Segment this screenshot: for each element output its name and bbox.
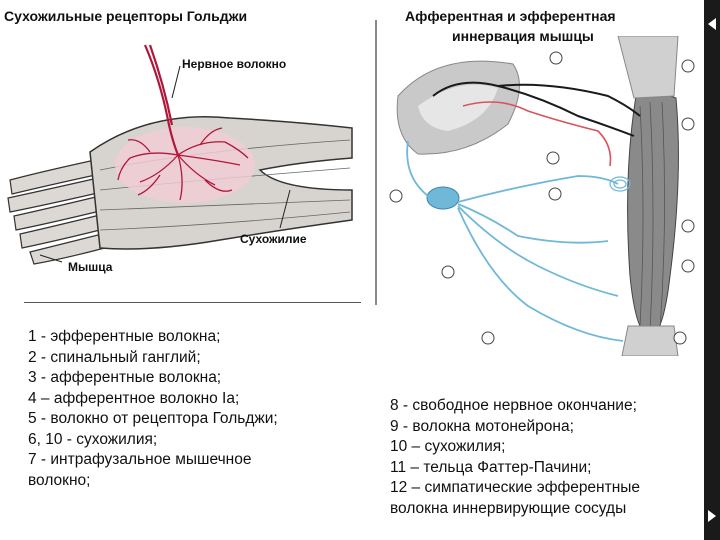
tendon-bottom bbox=[622, 326, 678, 356]
left-panel-title: Сухожильные рецепторы Гольджи bbox=[4, 8, 247, 24]
legend-item: 1 - эфферентные волокна; bbox=[28, 327, 278, 348]
side-navigation-strip[interactable] bbox=[704, 0, 720, 540]
legend-item: 7 - интрафузальное мышечное bbox=[28, 450, 278, 471]
receptor-zone bbox=[115, 127, 255, 203]
spinal-ganglion bbox=[427, 187, 459, 209]
innervation-illustration bbox=[378, 36, 703, 356]
pacinian-corpuscle bbox=[610, 177, 630, 191]
label-muscle: Мышца bbox=[68, 260, 112, 274]
tendon-top bbox=[618, 36, 678, 98]
legend-item: 5 - волокно от рецептора Гольджи; bbox=[28, 409, 278, 430]
legend-right: 8 - свободное нервное окончание; 9 - вол… bbox=[390, 396, 640, 519]
legend-item: волокно; bbox=[28, 471, 278, 492]
legend-item: 3 - афферентные волокна; bbox=[28, 368, 278, 389]
legend-item: 6, 10 - сухожилия; bbox=[28, 430, 278, 451]
panel-divider-horizontal bbox=[24, 302, 361, 303]
panel-divider-vertical bbox=[375, 20, 377, 305]
right-panel-title-line1: Афферентная и эфферентная bbox=[405, 8, 616, 24]
golgi-receptor-illustration bbox=[0, 40, 360, 300]
legend-item: 8 - свободное нервное окончание; bbox=[390, 396, 640, 417]
legend-item: 2 - спинальный ганглий; bbox=[28, 348, 278, 369]
label-nerve-fiber: Нервное волокно bbox=[182, 57, 286, 71]
legend-item: 4 – афферентное волокно Ia; bbox=[28, 389, 278, 410]
afferent-fibers bbox=[407, 141, 623, 341]
legend-item: 11 – тельца Фаттер-Пачини; bbox=[390, 458, 640, 479]
legend-item: 10 – сухожилия; bbox=[390, 437, 640, 458]
legend-item: 9 - волокна мотонейрона; bbox=[390, 417, 640, 438]
legend-left: 1 - эфферентные волокна; 2 - спинальный … bbox=[28, 327, 278, 491]
label-tendon: Сухожилие bbox=[240, 232, 307, 246]
legend-item: волокна иннервирующие сосуды bbox=[390, 499, 640, 520]
legend-item: 12 – симпатические эфферентные bbox=[390, 478, 640, 499]
